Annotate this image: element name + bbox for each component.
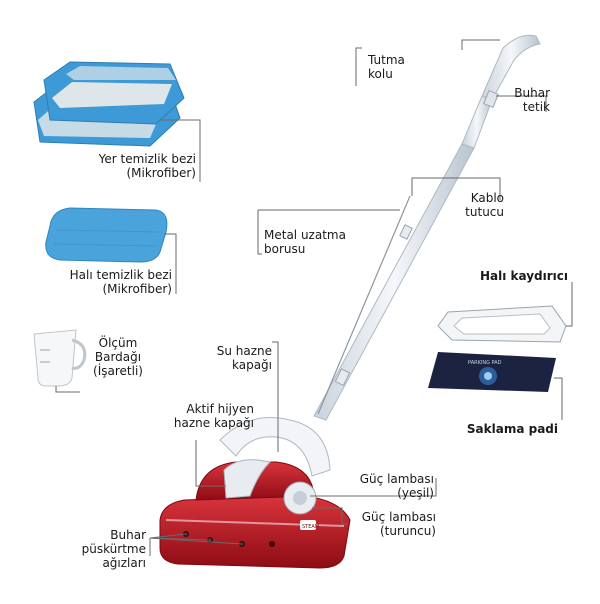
- leader-water-tank-cap: [272, 341, 279, 452]
- leader-cable-holder: [411, 177, 501, 200]
- label-handle: Tutma kolu: [368, 53, 405, 81]
- label-power-lamp-green: Güç lambası (yeşil): [350, 472, 434, 500]
- leader-carpet-pad: [164, 233, 177, 294]
- label-power-lamp-orange: Güç lambası (turuncu): [352, 510, 436, 538]
- body-badge: STEAM: [302, 524, 319, 530]
- label-measuring-cup-line1: Ölçüm: [98, 336, 138, 350]
- label-steam-trigger: Buhar tetik: [498, 86, 550, 114]
- label-hygiene-tank-cap: Aktif hijyen hazne kapağı: [150, 402, 254, 430]
- label-cable-holder: Kablo tutucu: [440, 191, 504, 219]
- label-power-lamp-orange-line2: (turuncu): [379, 524, 436, 538]
- leader-lines: [55, 39, 573, 556]
- carpet-glider-illustration: [437, 305, 567, 343]
- label-handle-line1: Tutma: [368, 53, 405, 67]
- label-steam-nozzles-line2: püskürtme: [81, 542, 146, 556]
- label-cable-holder-line2: tutucu: [465, 205, 504, 219]
- label-steam-nozzles: Buhar püskürtme ağızları: [66, 528, 146, 570]
- leader-floor-pad: [160, 119, 201, 182]
- label-water-tank-cap-line2: kapağı: [231, 358, 272, 372]
- label-floor-pad: Yer temizlik bezi (Mikrofiber): [60, 152, 196, 180]
- label-measuring-cup-line2: Bardağı: [94, 350, 142, 364]
- label-hygiene-tank-cap-line2: hazne kapağı: [173, 416, 254, 430]
- leader-measuring-cup: [55, 386, 80, 393]
- label-measuring-cup-line3: (İşaretli): [93, 364, 143, 378]
- label-measuring-cup: Ölçüm Bardağı (İşaretli): [82, 336, 154, 378]
- label-floor-pad-line2: (Mikrofiber): [126, 166, 196, 180]
- label-carpet-glider: Halı kaydırıcı: [479, 269, 568, 283]
- leader-parking-pad: [554, 377, 563, 420]
- leader-handle: [461, 39, 500, 50]
- label-power-lamp-orange-line1: Güç lambası: [361, 510, 436, 524]
- leader-nozzle-3: [149, 537, 243, 545]
- parking-pad-illustration: PARKING PAD: [428, 352, 556, 392]
- label-floor-pad-line1: Yer temizlik bezi: [98, 152, 196, 166]
- leader-hygiene-tank-cap: [195, 440, 226, 487]
- label-steam-trigger-line1: Buhar: [514, 86, 550, 100]
- label-carpet-pad: Halı temizlik bezi (Mikrofiber): [44, 268, 172, 296]
- mop-handle-illustration: [313, 34, 541, 421]
- carpet-cleaning-pad-illustration: [45, 207, 168, 263]
- label-parking-pad: Saklama padi: [466, 422, 558, 436]
- label-power-lamp-green-line1: Güç lambası: [359, 472, 434, 486]
- label-metal-tube-line1: Metal uzatma: [264, 228, 346, 242]
- label-water-tank-cap-line1: Su hazne: [216, 344, 272, 358]
- leader-handle-text: [355, 47, 362, 86]
- label-handle-line2: kolu: [368, 67, 393, 81]
- parking-pad-print: PARKING PAD: [468, 360, 502, 366]
- label-metal-tube: Metal uzatma borusu: [264, 228, 346, 256]
- steam-mop-body-illustration: STEAM: [159, 417, 351, 569]
- label-metal-tube-line2: borusu: [264, 242, 306, 256]
- leader-power-lamp-orange: [312, 507, 348, 525]
- label-steam-nozzles-line3: ağızları: [102, 556, 146, 570]
- label-water-tank-cap: Su hazne kapağı: [196, 344, 272, 372]
- label-carpet-pad-line2: (Mikrofiber): [102, 282, 172, 296]
- measuring-cup-illustration: [33, 329, 87, 387]
- floor-cleaning-pad-illustration: [33, 61, 185, 147]
- label-steam-nozzles-line1: Buhar: [110, 528, 146, 542]
- label-carpet-pad-line1: Halı temizlik bezi: [69, 268, 172, 282]
- label-power-lamp-green-line2: (yeşil): [397, 486, 434, 500]
- label-cable-holder-line1: Kablo: [470, 191, 504, 205]
- leader-carpet-glider: [566, 282, 573, 327]
- leader-steam-trigger: [496, 95, 547, 112]
- leader-nozzle-1: [149, 533, 187, 539]
- label-steam-trigger-line2: tetik: [522, 100, 550, 114]
- leader-power-lamp-green: [310, 478, 437, 497]
- leader-metal-tube: [257, 210, 262, 255]
- label-hygiene-tank-cap-line1: Aktif hijyen: [186, 402, 254, 416]
